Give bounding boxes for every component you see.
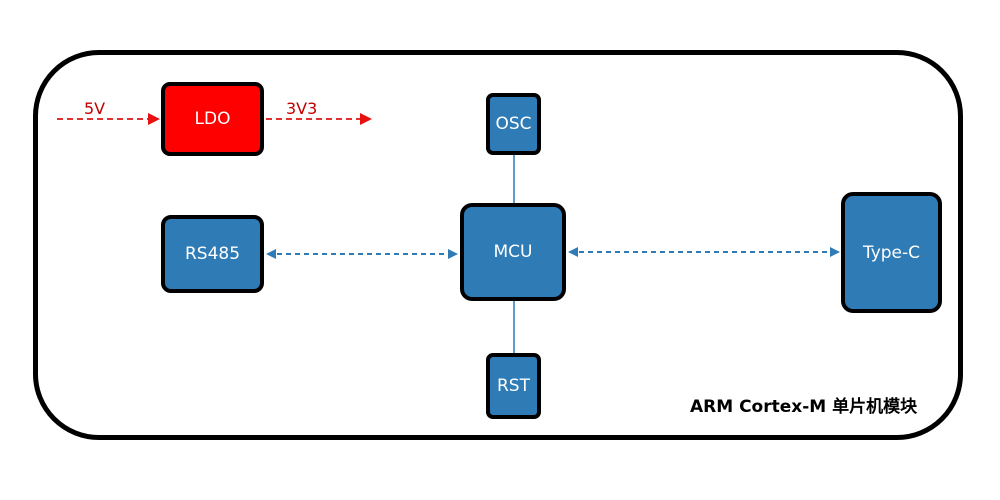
- power-in-label: 5V: [84, 99, 106, 118]
- typec-block: Type-C: [841, 192, 942, 313]
- rs485-block: RS485: [161, 215, 264, 293]
- power-out-label: 3V3: [286, 99, 318, 118]
- ldo-block: LDO: [161, 82, 264, 156]
- osc-block: OSC: [486, 93, 541, 155]
- module-caption: ARM Cortex-M 单片机模块: [690, 397, 918, 417]
- mcu-block: MCU: [460, 203, 566, 301]
- rst-block: RST: [486, 353, 541, 419]
